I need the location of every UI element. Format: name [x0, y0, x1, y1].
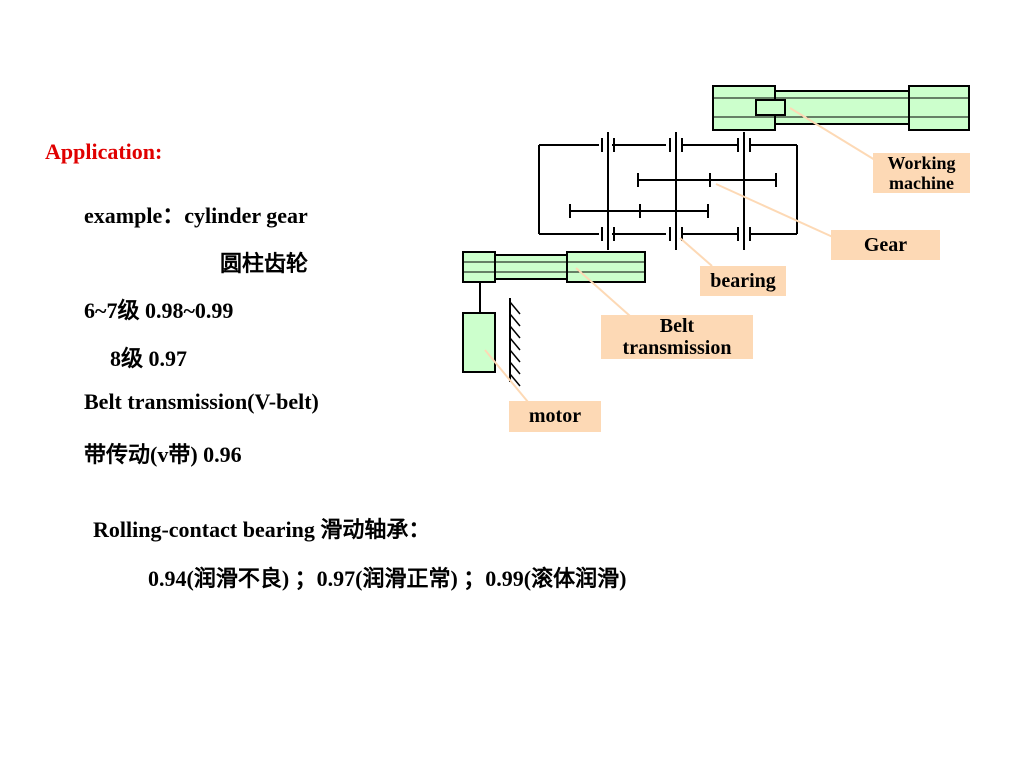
rolling-bearing-values: 0.94(润滑不良) ；0.97(润滑正常) ；0.99(滚体润滑) — [148, 566, 627, 591]
bearing-label: bearing — [700, 266, 786, 296]
gear-pairs — [569, 173, 777, 218]
rolling-bearing-line: Rolling-contact bearing 滑动轴承： — [93, 517, 431, 542]
grade-6-7-line: 6~7级 0.98~0.99 — [84, 298, 234, 323]
belt-transmission-line: Belt transmission(V-belt) — [84, 389, 319, 414]
gear-shafts — [607, 132, 745, 250]
belt-transmission-label-line2: transmission — [622, 337, 732, 359]
motor-label: motor — [509, 401, 601, 432]
application-heading: Application: — [45, 139, 163, 164]
gear-label: Gear — [831, 230, 940, 260]
working-machine-belt — [712, 85, 970, 131]
belt-transmission-label: Belt transmission — [601, 315, 753, 359]
grade-8-line: 8级 0.97 — [110, 346, 188, 371]
belt-chinese-line: 带传动(v带) 0.96 — [84, 442, 242, 467]
input-belt — [462, 251, 646, 283]
leader-lines — [484, 107, 876, 403]
working-machine-label: Working machine — [873, 153, 970, 193]
example-line: example：cylinder gear — [84, 203, 308, 228]
working-machine-label-line2: machine — [889, 173, 954, 193]
gearbox-housing — [538, 144, 798, 235]
working-machine-label-line1: Working — [887, 153, 956, 173]
belt-transmission-label-line1: Belt — [659, 315, 695, 337]
motor — [462, 282, 521, 387]
gear-chinese-line: 圆柱齿轮 — [220, 251, 309, 276]
